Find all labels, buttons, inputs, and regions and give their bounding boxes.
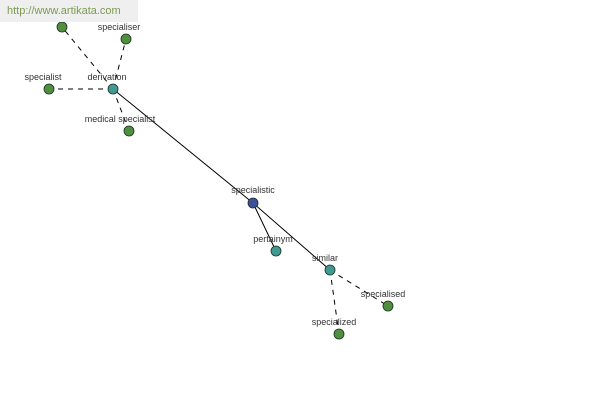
node-similar[interactable]: similar [312,253,338,276]
node-label-derivation: derivation [87,72,126,82]
node-specialiser[interactable]: specialiser [98,22,141,45]
node-label-specialistic: specialistic [231,185,275,195]
node-dot-specialized[interactable] [333,328,345,340]
node-derivation[interactable]: derivation [87,72,127,95]
node-specialist[interactable]: specialist [24,72,62,95]
node-dot-similar[interactable] [324,264,336,276]
node-dot-unlabeled[interactable] [56,21,68,33]
node-specialistic[interactable]: specialistic [231,185,275,209]
node-label-specialist: specialist [24,72,62,82]
node-label-specialised: specialised [361,289,406,299]
edge-specialistic-to-derivation [112,88,254,204]
node-dot-derivation[interactable] [107,83,119,95]
edge-similar-to-specialised [329,269,389,307]
edge-specialistic-to-similar [252,202,331,271]
edges-layer [49,26,389,335]
node-dot-medical-specialist[interactable] [123,125,135,137]
node-specialised[interactable]: specialised [361,289,406,312]
node-label-specialiser: specialiser [98,22,141,32]
node-pertainym[interactable]: pertainym [253,234,293,257]
node-label-medical-specialist: medical specialist [85,114,156,124]
node-label-specialized: specialized [312,317,357,327]
node-medical-specialist[interactable]: medical specialist [85,114,156,137]
node-label-similar: similar [312,253,338,263]
node-specialized[interactable]: specialized [312,317,357,340]
site-watermark: http://www.artikata.com [0,0,138,22]
node-dot-specialised[interactable] [382,300,394,312]
edge-derivation-to-unlabeled [61,26,114,90]
node-dot-pertainym[interactable] [270,245,282,257]
edge-derivation-to-medical-specialist [112,88,130,132]
node-label-pertainym: pertainym [253,234,293,244]
edge-specialistic-to-pertainym [252,202,277,252]
node-dot-specialistic[interactable] [247,197,259,209]
node-dot-specialist[interactable] [43,83,55,95]
node-dot-specialiser[interactable] [120,33,132,45]
edge-derivation-to-specialiser [112,38,127,90]
node-unlabeled[interactable] [56,21,68,33]
nodes-layer: specialistic derivation pertainym similar sp… [24,21,406,340]
edge-similar-to-specialized [329,269,340,335]
